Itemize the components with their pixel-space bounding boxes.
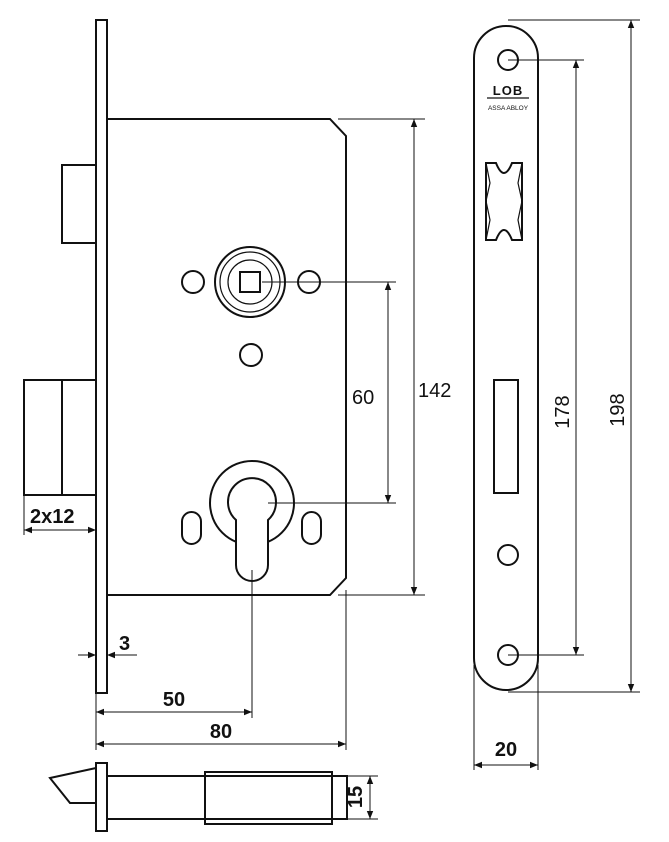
dim-label-60: 60 (352, 387, 374, 409)
dim-label-198: 198 (607, 393, 629, 426)
spindle-square (239, 271, 261, 293)
faceplate (95, 19, 108, 694)
screw-hole (181, 270, 205, 294)
cylinder-profile-hole (227, 477, 277, 582)
latch-cutout (485, 162, 523, 241)
brand-logo: LOB ASSA ABLOY (487, 83, 529, 112)
latch-bolt (61, 164, 97, 244)
slot-hole (181, 511, 202, 545)
dim-label-178: 178 (552, 395, 574, 428)
latch-wedge (48, 766, 97, 804)
logo-subtitle: ASSA ABLOY (488, 105, 529, 112)
slot-hole (301, 511, 322, 545)
housing-top (204, 771, 333, 825)
screw-hole (239, 343, 263, 367)
dim-label-3: 3 (119, 633, 130, 655)
dim-label-15: 15 (345, 786, 367, 808)
dimension-lines (23, 118, 425, 750)
logo-brand: LOB (493, 83, 523, 98)
dim-label-142: 142 (418, 380, 451, 402)
bolt-slot (493, 379, 519, 494)
lock-top-view (48, 762, 378, 832)
fixing-hole (497, 544, 519, 566)
lock-case (107, 118, 347, 596)
dead-bolt (23, 379, 97, 496)
side-dimension-lines (473, 19, 640, 770)
dim-label-20: 20 (495, 739, 517, 761)
faceplate-edge (95, 762, 108, 832)
lock-body-view (23, 19, 347, 694)
dim-label-50: 50 (163, 689, 185, 711)
faceplate-outline (473, 25, 539, 691)
case-top (106, 775, 348, 820)
faceplate-side-view: LOB ASSA ABLOY (473, 25, 539, 691)
dim-label-80: 80 (210, 721, 232, 743)
dim-label-2x12: 2x12 (30, 506, 75, 528)
